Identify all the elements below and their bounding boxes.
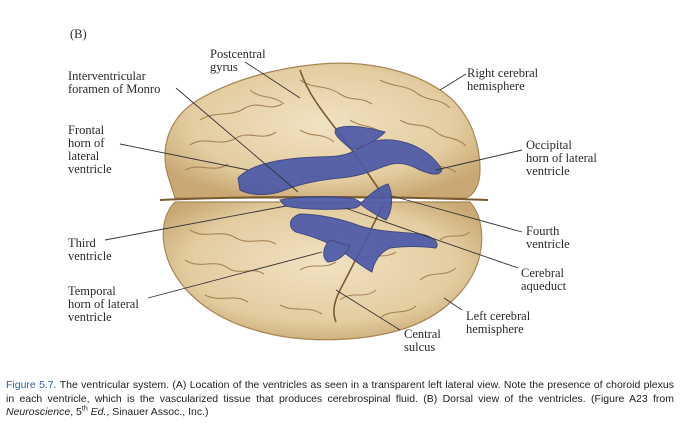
label-postcentral-gyrus: Postcentral gyrus (210, 47, 266, 74)
right-hemisphere (164, 62, 481, 199)
label-interventricular-foramen: Interventricular foramen of Monro (68, 69, 161, 96)
ventricular-system-figure: (B) Postcentral gyrus Interventricular f… (68, 27, 597, 354)
brain-dorsal-illustration (104, 61, 523, 341)
central-sulcus-left (333, 203, 385, 323)
book-title: Neuroscience (6, 406, 71, 418)
caption-publisher: , Sinauer Assoc., Inc.) (106, 406, 209, 418)
panel-letter: (B) (70, 27, 87, 41)
label-occipital-horn: Occipital horn of lateral ventricle (526, 138, 597, 178)
leader-lines (104, 61, 523, 331)
ventricles (237, 125, 443, 273)
label-left-cerebral-hemisphere: Left cerebral hemisphere (466, 309, 531, 336)
label-right-cerebral-hemisphere: Right cerebral hemisphere (467, 66, 539, 93)
label-frontal-horn: Frontal horn of lateral ventricle (68, 123, 112, 176)
caption-text: The ventricular system. (A) Location of … (6, 379, 674, 405)
label-fourth-ventricle: Fourth ventricle (526, 224, 570, 251)
label-central-sulcus: Central sulcus (404, 327, 441, 354)
label-cerebral-aqueduct: Cerebral aqueduct (521, 266, 567, 293)
edition-abbrev: Ed. (87, 406, 107, 418)
label-third-ventricle: Third ventricle (68, 236, 112, 263)
label-temporal-horn: Temporal horn of lateral ventricle (68, 284, 139, 324)
edition-number: , 5 (70, 406, 82, 418)
figure-caption: Figure 5.7. The ventricular system. (A) … (6, 379, 674, 420)
edition-superscript: th (81, 405, 88, 413)
figure-number: Figure 5.7. (6, 379, 57, 391)
